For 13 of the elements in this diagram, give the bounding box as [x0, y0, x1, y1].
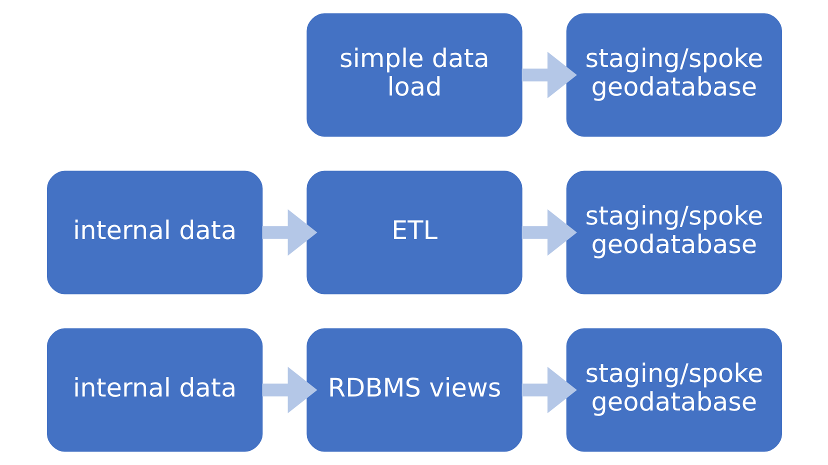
node-box: simple data load [306, 13, 522, 137]
node-box: staging/spoke geodatabase [566, 13, 782, 137]
node-box: ETL [306, 170, 522, 294]
node-box: staging/spoke geodatabase [566, 170, 782, 294]
arrow [262, 366, 317, 414]
node-box: internal data [46, 170, 262, 294]
node-box: internal data [46, 328, 262, 452]
arrow [262, 209, 317, 256]
arrow [521, 209, 576, 256]
node-box: staging/spoke geodatabase [566, 328, 782, 452]
arrow [521, 366, 576, 414]
node-box: RDBMS views [306, 328, 522, 452]
arrow [521, 52, 576, 98]
